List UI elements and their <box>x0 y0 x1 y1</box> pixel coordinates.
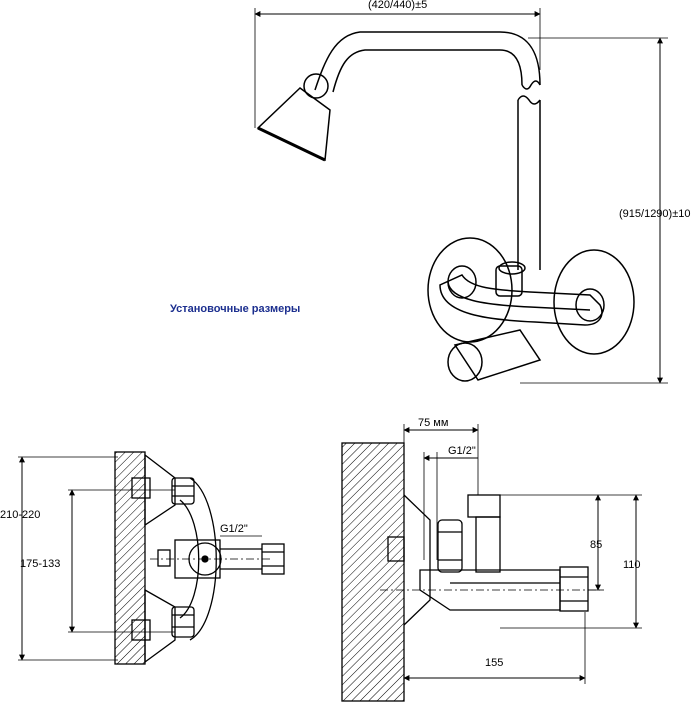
diverter-switch <box>495 265 523 297</box>
front-outer-label: 210-220 <box>0 509 40 521</box>
shower-pipe-inner <box>332 49 523 93</box>
side-depth-label: 75 мм <box>418 417 448 429</box>
shower-head-face <box>257 126 326 162</box>
diverter-top <box>467 494 501 518</box>
wall-hatch-front <box>114 451 146 665</box>
body-arc-inner <box>179 499 200 619</box>
side-view <box>341 424 642 702</box>
spout-body <box>453 329 542 381</box>
left-eccentric-nut <box>447 265 477 299</box>
right-eccentric-nut <box>575 288 605 322</box>
mixer-body-edge <box>447 281 591 311</box>
diverter-cap <box>498 261 526 275</box>
side-h2-label: 110 <box>623 559 641 571</box>
diverter-stem <box>475 516 501 573</box>
right-wall-flange <box>553 249 635 355</box>
side-inlet <box>387 536 405 562</box>
top-inlet <box>131 477 151 499</box>
bottom-nut <box>171 606 195 638</box>
top-flange <box>144 453 176 527</box>
top-nut <box>171 477 195 505</box>
front-view <box>18 451 285 665</box>
bottom-flange <box>144 588 176 664</box>
mixer-overview <box>254 8 668 384</box>
side-thread-label: G1/2" <box>448 445 476 457</box>
riser-break <box>517 95 541 105</box>
side-flange <box>403 494 431 626</box>
shower-pipe-outer <box>314 31 541 91</box>
installation-dimensions-caption: Установочные размеры <box>170 303 301 315</box>
top-width-label: (420/440)±5 <box>368 0 427 11</box>
side-length-label: 155 <box>485 657 503 669</box>
center-inlet <box>157 549 171 567</box>
pipe-break <box>521 80 541 90</box>
front-inner-label: 175-133 <box>20 558 60 570</box>
wall-hatch-side <box>341 442 405 702</box>
shower-ball-joint <box>303 73 329 99</box>
top-height-label: (915/1290)±10 <box>619 208 690 220</box>
bottom-inlet <box>131 619 151 641</box>
side-eccentric-nut <box>437 519 463 573</box>
spout-outlet <box>447 342 483 382</box>
shower-head <box>256 87 331 162</box>
side-h1-label: 85 <box>590 539 602 551</box>
front-thread-label: G1/2" <box>220 523 248 535</box>
body-arc <box>189 477 217 641</box>
side-outlet-nut <box>559 566 589 612</box>
side-body <box>419 569 561 611</box>
mixer-body <box>439 274 603 326</box>
